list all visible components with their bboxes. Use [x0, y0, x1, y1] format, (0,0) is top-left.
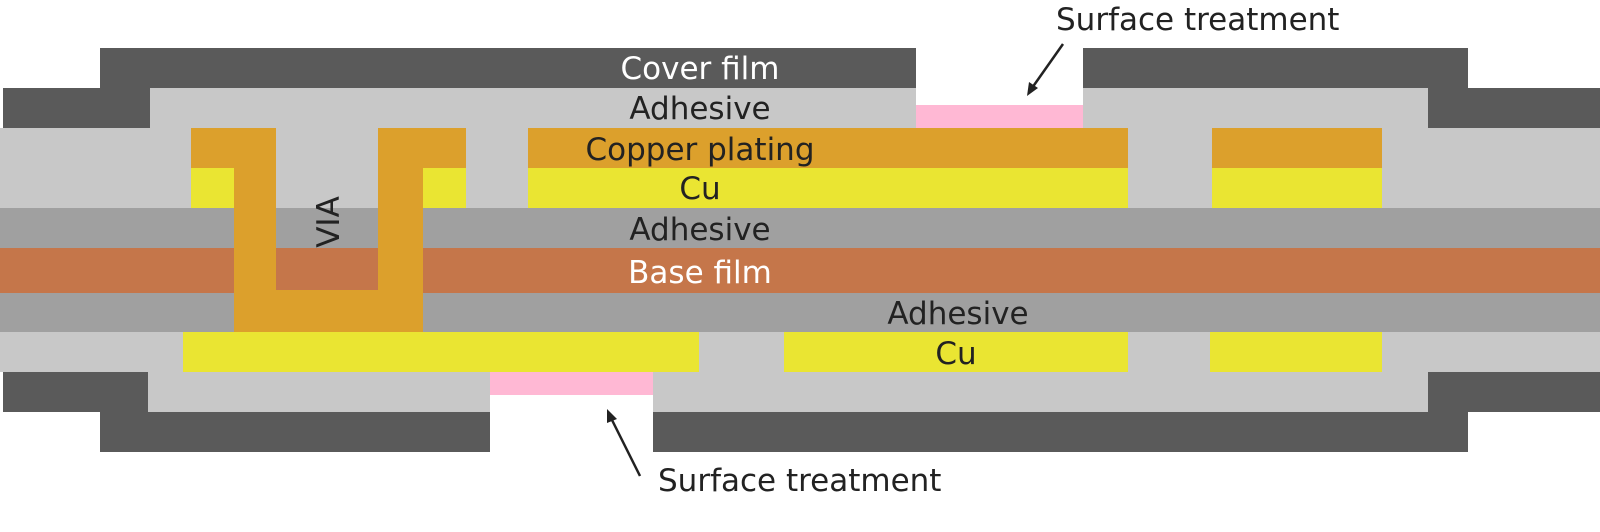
top-adhesive-layer [150, 88, 1428, 128]
top-cu-pad-via-right [423, 168, 466, 208]
bottom-cover-film-right [653, 372, 1600, 452]
copper-plating-right [1212, 128, 1382, 168]
top-cu-pad-via-left [191, 168, 234, 208]
via-copper-plating [191, 128, 466, 332]
label-surface-treatment-top: Surface treatment [1056, 2, 1339, 38]
top-cu-trace-right [1212, 168, 1382, 208]
copper-plating-center [528, 128, 1128, 168]
label-via: VIA [311, 196, 347, 248]
top-cu-trace-center [528, 168, 1128, 208]
bottom-cover-film [3, 372, 1600, 452]
label-cu-bottom: Cu [935, 336, 976, 372]
label-copper-plating: Copper plating [585, 132, 814, 168]
label-adhesive-mid-bottom: Adhesive [887, 296, 1028, 332]
label-adhesive-mid-top: Adhesive [629, 212, 770, 248]
top-surface-treatment [916, 105, 1083, 128]
arrow-surface-treatment-bottom [607, 409, 642, 477]
bottom-cu-trace-center [784, 332, 1128, 372]
bottom-cu-trace-left [183, 332, 699, 372]
bottom-cover-film-left [3, 372, 490, 452]
bottom-cu-trace-right [1210, 332, 1382, 372]
label-cu-top: Cu [679, 171, 720, 207]
label-base-film: Base film [628, 255, 772, 291]
bottom-surface-treatment [490, 372, 653, 395]
label-surface-treatment-bottom: Surface treatment [658, 463, 941, 499]
label-adhesive-top: Adhesive [629, 91, 770, 127]
arrow-surface-treatment-top [1027, 43, 1065, 96]
bottom-adhesive-layer [148, 372, 1428, 412]
label-cover-film: Cover film [621, 51, 780, 87]
